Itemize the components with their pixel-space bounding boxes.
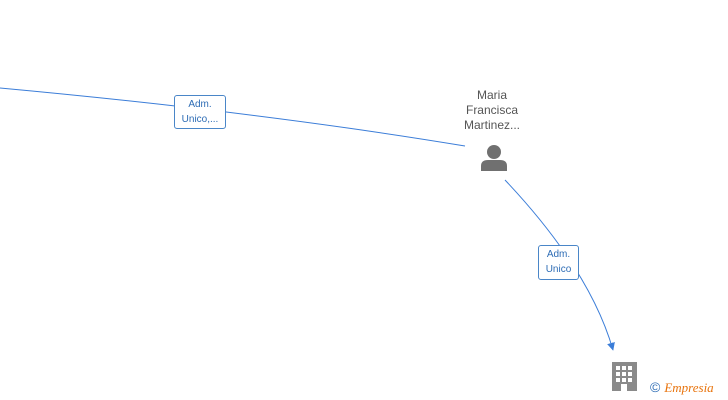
brand-logo: Empresia <box>664 380 714 395</box>
edge-role-line: Unico <box>545 264 572 275</box>
edge-role-line: Unico,... <box>181 114 219 125</box>
person-name-line: Martinez... <box>463 118 520 132</box>
brand-watermark: ©Empresia <box>650 379 714 396</box>
person-icon[interactable] <box>481 145 507 171</box>
person-name-label[interactable]: Maria Francisca Martinez... <box>452 88 532 133</box>
edge-role-line: Adm. <box>188 99 212 110</box>
edge-line-to-person <box>0 87 466 147</box>
edge-role-line: Adm. <box>546 249 571 260</box>
person-name-line: Francisca <box>465 103 518 117</box>
person-name-line: Maria <box>476 88 507 102</box>
edge-role-label[interactable]: Adm. Unico <box>538 245 579 280</box>
copyright-symbol: © <box>650 379 661 395</box>
building-icon[interactable] <box>612 362 637 391</box>
edge-role-label[interactable]: Adm. Unico,... <box>174 95 226 129</box>
